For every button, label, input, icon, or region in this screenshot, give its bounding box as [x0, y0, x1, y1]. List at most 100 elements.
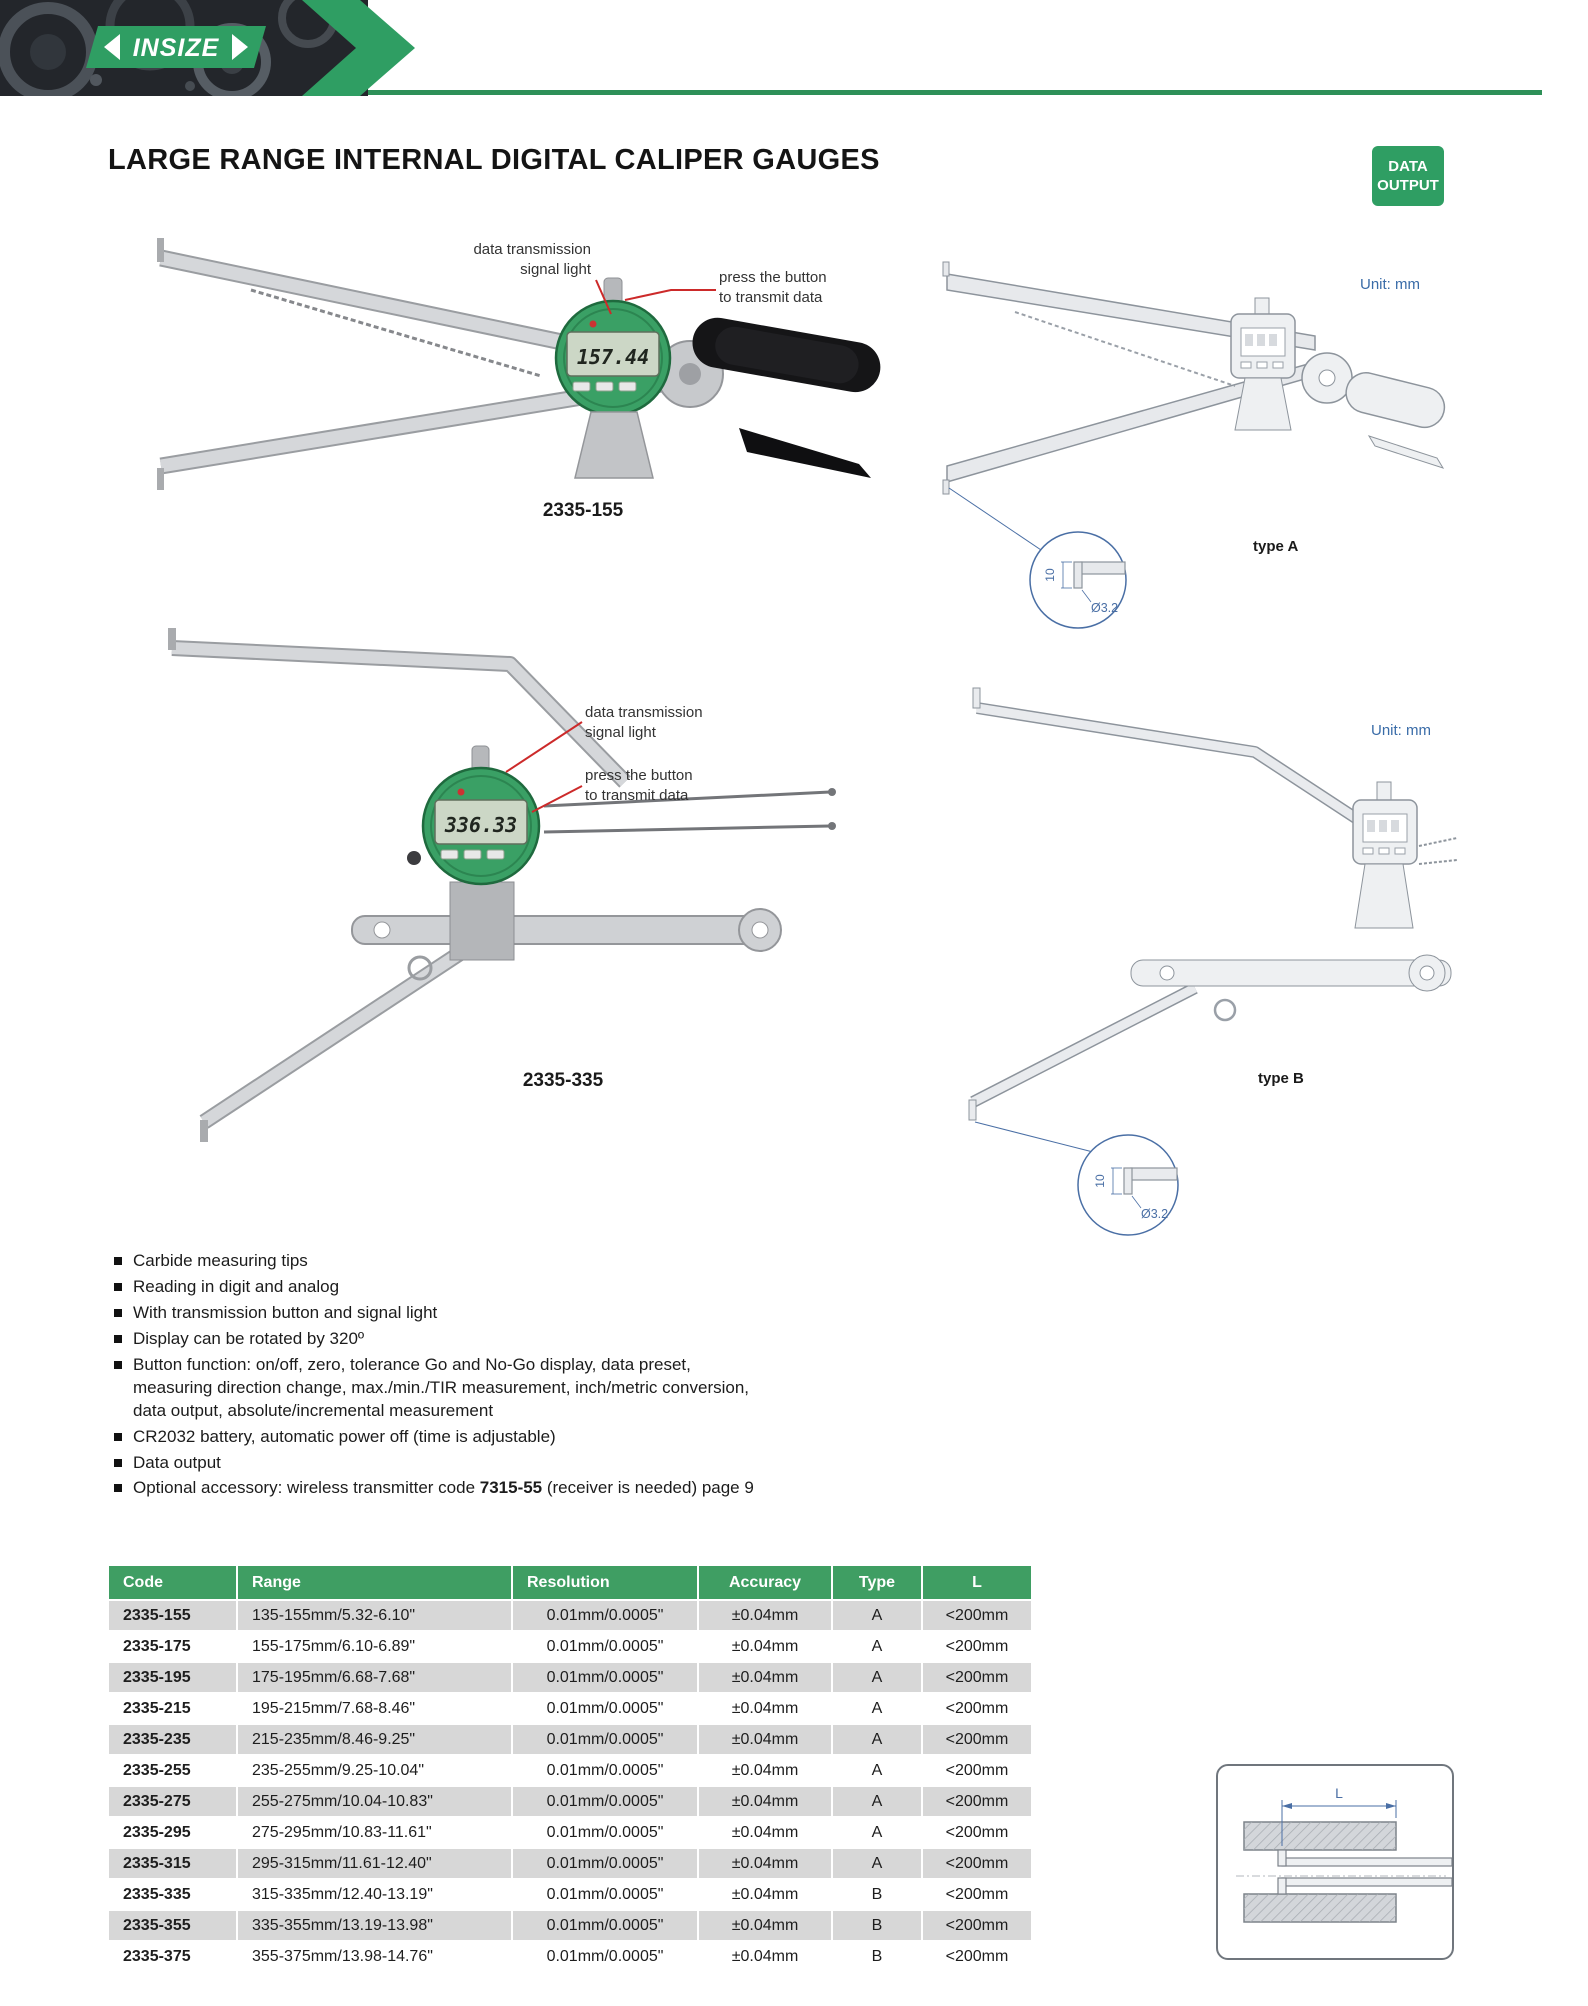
caliper-photo-b: 336.33	[168, 628, 836, 1142]
annotation-signal-light: data transmission signal light	[473, 241, 591, 278]
table-cell: 215-235mm/8.46-9.25"	[237, 1724, 513, 1756]
handle	[692, 317, 881, 393]
type-b-label: type B	[1258, 1070, 1304, 1087]
tip-detail-a: 10 Ø3.2	[948, 487, 1127, 629]
badge-line2: OUTPUT	[1377, 177, 1439, 194]
table-cell: 155-175mm/6.10-6.89"	[237, 1631, 513, 1663]
header-photo-art	[0, 0, 415, 102]
table-cell: <200mm	[922, 1786, 1031, 1818]
table-cell: ±0.04mm	[698, 1755, 833, 1787]
detail-dia-label: Ø3.2	[1141, 1207, 1168, 1221]
table-cell: <200mm	[922, 1631, 1031, 1663]
table-cell: 0.01mm/0.0005"	[512, 1600, 699, 1632]
drawing-bracket	[1354, 863, 1414, 929]
table-cell: 295-315mm/11.61-12.40"	[237, 1848, 513, 1880]
header-photo	[0, 0, 415, 102]
table-cell: <200mm	[922, 1693, 1031, 1725]
photo-figure-b: 336.33 data transmission signal light pr…	[120, 600, 880, 1162]
drawing-indicator	[1230, 297, 1296, 379]
feature-item: CR2032 battery, automatic power off (tim…	[112, 1426, 812, 1449]
measuring-tip-upper	[168, 628, 176, 650]
table-cell: 0.01mm/0.0005"	[512, 1631, 699, 1663]
table-cell: 2335-215	[109, 1693, 238, 1725]
table-cell: A	[832, 1631, 923, 1663]
feature-text: With transmission button and signal ligh…	[133, 1302, 438, 1322]
table-cell: 0.01mm/0.0005"	[512, 1879, 699, 1911]
table-cell: 0.01mm/0.0005"	[512, 1786, 699, 1818]
table-cell: 255-275mm/10.04-10.83"	[237, 1786, 513, 1818]
table-cell: ±0.04mm	[698, 1817, 833, 1849]
unit-label: Unit: mm	[1371, 722, 1431, 739]
table-cell: 195-215mm/7.68-8.46"	[237, 1693, 513, 1725]
table-cell: A	[832, 1786, 923, 1818]
table-cell: 335-355mm/13.19-13.98"	[237, 1910, 513, 1942]
table-cell: 0.01mm/0.0005"	[512, 1848, 699, 1880]
drawing-arms	[942, 261, 1316, 495]
table-cell: 315-335mm/12.40-13.19"	[237, 1879, 513, 1911]
table-cell: ±0.04mm	[698, 1693, 833, 1725]
drawing-indicator	[1352, 781, 1418, 865]
bullet-icon	[114, 1458, 122, 1467]
table-cell: 355-375mm/13.98-14.76"	[237, 1941, 513, 1973]
feature-item: Display can be rotated by 320º	[112, 1328, 812, 1351]
header-chevron	[302, 0, 415, 96]
table-cell: ±0.04mm	[698, 1910, 833, 1942]
measuring-tip-lower	[157, 468, 164, 490]
header-accuracy: Accuracy	[698, 1566, 833, 1601]
header-range: Range	[237, 1566, 513, 1601]
table-cell: <200mm	[922, 1941, 1031, 1973]
feature-text: Data output	[133, 1452, 221, 1472]
feature-item: Carbide measuring tips	[112, 1250, 812, 1273]
table-cell: <200mm	[922, 1879, 1031, 1911]
drawing-arms	[968, 687, 1381, 1121]
table-cell: <200mm	[922, 1600, 1031, 1632]
feature-text: Reading in digit and analog	[133, 1276, 340, 1296]
feature-item: Button function: on/off, zero, tolerance…	[112, 1354, 812, 1423]
table-cell: 0.01mm/0.0005"	[512, 1941, 699, 1973]
table-cell: ±0.04mm	[698, 1848, 833, 1880]
header-l: L	[922, 1566, 1031, 1601]
drawing-beam	[1130, 959, 1452, 987]
table-cell: A	[832, 1724, 923, 1756]
table-cell: 0.01mm/0.0005"	[512, 1693, 699, 1725]
bullet-icon	[114, 1334, 122, 1343]
table-cell: ±0.04mm	[698, 1724, 833, 1756]
lcd-display	[566, 331, 660, 377]
table-cell: <200mm	[922, 1724, 1031, 1756]
table-cell: 2335-335	[109, 1879, 238, 1911]
detail-dim-10: 10	[1043, 568, 1057, 582]
table-cell: <200mm	[922, 1817, 1031, 1849]
model-label: 2335-335	[522, 1070, 604, 1091]
table-cell: 0.01mm/0.0005"	[512, 1662, 699, 1694]
l-measurement-diagram: L	[1216, 1764, 1454, 1960]
feature-text: Button function: on/off, zero, tolerance…	[133, 1354, 750, 1420]
table-cell: 2335-155	[109, 1600, 238, 1632]
table-cell: 135-155mm/5.32-6.10"	[237, 1600, 513, 1632]
caliper-arms	[168, 628, 631, 1142]
accessory-code: 7315-55	[479, 1478, 543, 1498]
table-cell: 0.01mm/0.0005"	[512, 1817, 699, 1849]
header-code: Code	[109, 1566, 238, 1601]
bullet-icon	[114, 1308, 122, 1317]
annotation-signal-light: data transmission signal light	[585, 704, 703, 741]
lever	[739, 428, 871, 478]
table-cell: 275-295mm/10.83-11.61"	[237, 1817, 513, 1849]
page-title: LARGE RANGE INTERNAL DIGITAL CALIPER GAU…	[108, 144, 880, 176]
logo-text: INSIZE	[133, 34, 220, 62]
measuring-tip-lower	[200, 1120, 208, 1142]
l-diagram-art: L	[1236, 1785, 1453, 1923]
table-cell: A	[832, 1693, 923, 1725]
signal-light	[589, 320, 597, 328]
type-a-label: type A	[1253, 538, 1299, 555]
table-cell: B	[832, 1941, 923, 1973]
lcd-reading: 157.44	[577, 345, 649, 369]
table-cell: A	[832, 1600, 923, 1632]
table-cell: 2335-175	[109, 1631, 238, 1663]
